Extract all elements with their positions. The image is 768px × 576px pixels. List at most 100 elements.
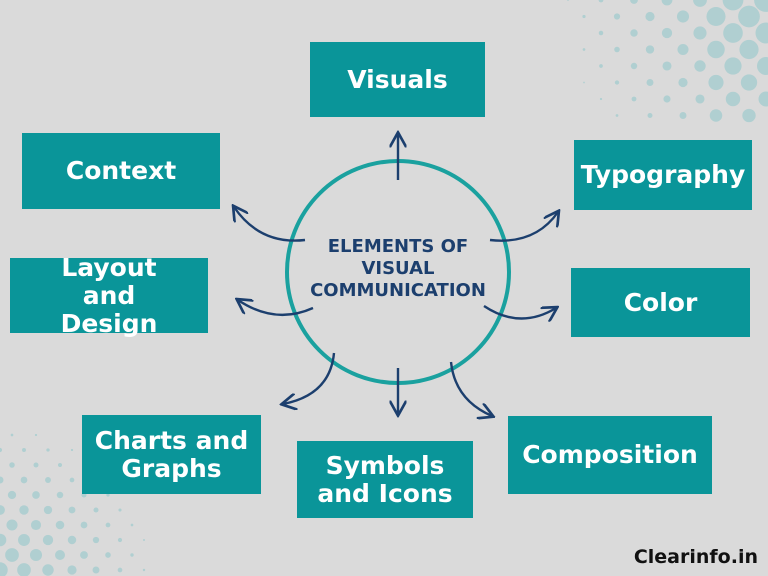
arrow-typography xyxy=(489,212,558,242)
halftone-dot xyxy=(42,564,54,576)
halftone-dot xyxy=(0,533,7,547)
halftone-dot xyxy=(20,476,28,484)
halftone-dot xyxy=(105,552,111,558)
halftone-dot xyxy=(54,549,66,561)
halftone-dot xyxy=(56,491,64,499)
halftone-dot xyxy=(709,109,723,122)
halftone-dot xyxy=(67,535,77,545)
box-symbols: Symbols and Icons xyxy=(297,441,473,518)
halftone-dot xyxy=(631,96,637,102)
halftone-dot xyxy=(645,11,655,22)
halftone-dot xyxy=(582,48,586,51)
halftone-dot xyxy=(754,0,768,12)
halftone-dot xyxy=(567,0,569,1)
halftone-dot xyxy=(142,538,146,542)
box-charts: Charts and Graphs xyxy=(82,415,261,494)
halftone-dot xyxy=(742,108,756,123)
halftone-dot xyxy=(614,46,620,53)
halftone-dot xyxy=(130,553,134,557)
arrow-layout xyxy=(238,300,314,317)
halftone-dot xyxy=(0,505,5,515)
brand-logo: Clearinfo.in xyxy=(633,546,758,568)
box-typography: Typography xyxy=(574,140,752,210)
halftone-dot xyxy=(130,523,134,527)
arrow-charts xyxy=(283,352,336,404)
box-color: Color xyxy=(571,268,750,337)
halftone-dot xyxy=(0,476,4,484)
arrow-context xyxy=(234,207,306,242)
halftone-dot xyxy=(583,81,585,84)
halftone-dot xyxy=(9,462,15,468)
halftone-dot xyxy=(105,522,111,528)
halftone-dot xyxy=(117,567,123,573)
halftone-dot xyxy=(67,565,77,575)
halftone-dot xyxy=(70,448,74,452)
halftone-dot xyxy=(661,27,673,39)
halftone-dot xyxy=(693,26,707,40)
box-composition: Composition xyxy=(508,416,712,494)
halftone-dot xyxy=(6,519,18,531)
halftone-dot xyxy=(598,30,604,36)
halftone-dot xyxy=(662,61,672,71)
halftone-dot xyxy=(33,462,39,468)
halftone-dot xyxy=(723,23,743,43)
halftone-dot xyxy=(706,6,726,27)
halftone-dot xyxy=(5,548,19,562)
halftone-dot xyxy=(32,491,40,499)
halftone-dot xyxy=(678,77,688,88)
halftone-dot xyxy=(92,566,100,574)
halftone-dot xyxy=(599,64,603,68)
halftone-dot xyxy=(630,62,638,70)
halftone-dot xyxy=(707,40,725,59)
halftone-dot xyxy=(598,0,604,3)
halftone-dot xyxy=(722,0,744,11)
halftone-dot xyxy=(17,563,31,576)
halftone-dot xyxy=(694,60,706,72)
halftone-dot xyxy=(647,113,653,118)
halftone-dot xyxy=(695,94,705,104)
halftone-dot xyxy=(93,507,99,513)
halftone-dot xyxy=(676,10,690,23)
halftone-dot xyxy=(80,521,88,529)
halftone-dot xyxy=(630,0,638,4)
halftone-dot xyxy=(679,112,687,119)
halftone-dot xyxy=(69,477,75,483)
halftone-dot xyxy=(613,13,621,20)
halftone-dot xyxy=(693,0,707,7)
halftone-dot xyxy=(45,477,51,483)
halftone-dot xyxy=(663,95,671,103)
halftone-dot xyxy=(43,505,53,515)
halftone-dot xyxy=(757,57,768,75)
halftone-dot xyxy=(739,39,759,60)
halftone-dot xyxy=(738,5,760,28)
arrow-color xyxy=(483,305,556,319)
halftone-dot xyxy=(118,508,122,512)
box-visuals: Visuals xyxy=(310,42,485,117)
halftone-dot xyxy=(10,433,14,437)
halftone-dot xyxy=(80,551,88,559)
halftone-dot xyxy=(142,568,146,572)
halftone-dot xyxy=(55,520,65,530)
halftone-dot xyxy=(758,91,768,107)
halftone-dot xyxy=(18,534,30,546)
halftone-dot xyxy=(29,548,43,562)
halftone-dot xyxy=(42,534,54,546)
halftone-dot xyxy=(755,22,768,44)
halftone-dot xyxy=(646,79,654,86)
halftone-dot xyxy=(582,14,586,19)
halftone-dot xyxy=(661,0,673,6)
halftone-dot xyxy=(677,43,689,56)
box-layout: Layout and Design xyxy=(10,253,208,337)
halftone-dot xyxy=(7,490,17,500)
halftone-dot xyxy=(599,97,603,101)
halftone-dot xyxy=(68,506,76,514)
halftone-dot xyxy=(117,537,123,543)
halftone-dot xyxy=(30,519,42,531)
halftone-dot xyxy=(614,80,620,85)
halftone-dot xyxy=(57,462,63,468)
box-context: Context xyxy=(22,133,220,209)
halftone-dot xyxy=(708,74,724,91)
